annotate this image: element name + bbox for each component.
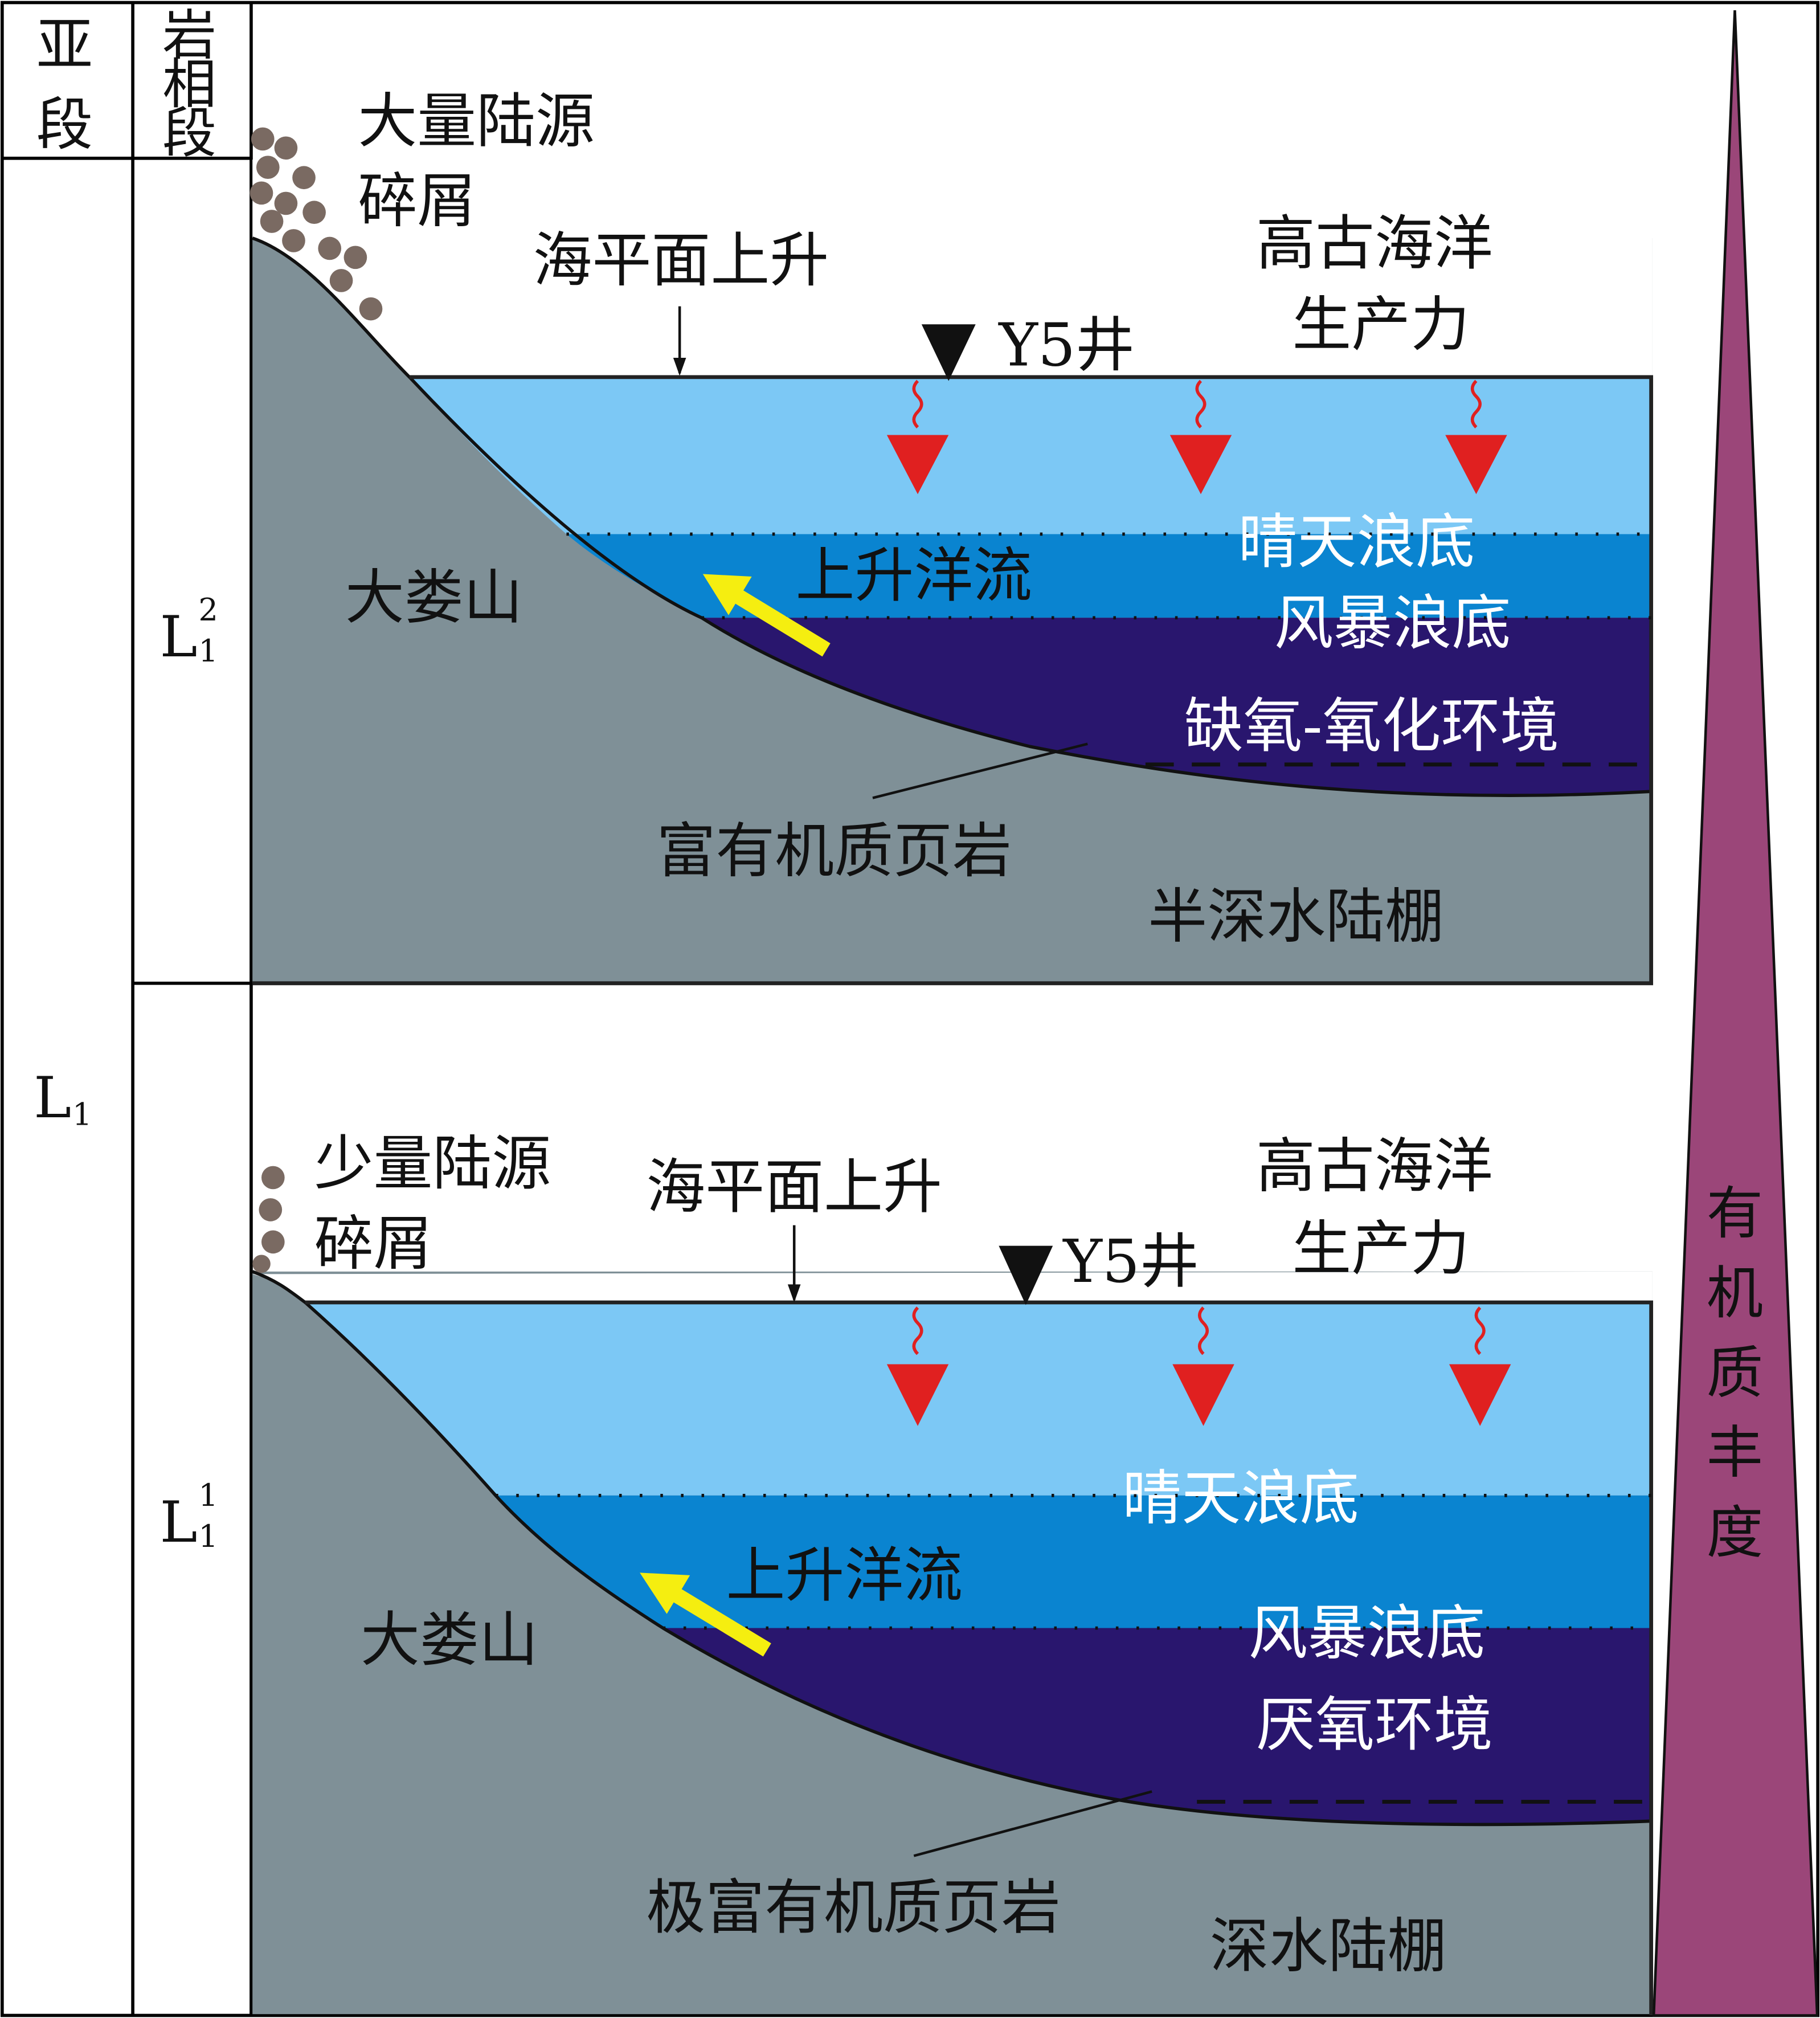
- upper-well: Y5井: [997, 311, 1135, 380]
- upper-productivity-2: 生产力: [1292, 290, 1470, 359]
- header-facies-3: 段: [162, 103, 216, 165]
- facies-l1-2: L: [160, 604, 198, 670]
- abundance-label-2: 机: [1707, 1261, 1763, 1326]
- abundance-label-1: 有: [1707, 1181, 1763, 1247]
- well-marker-icon: [999, 1245, 1053, 1305]
- upper-detritus-2: 碎屑: [358, 167, 476, 236]
- upper-sky: [252, 160, 1653, 377]
- facies-l1-1: L: [160, 1490, 198, 1555]
- lower-water-mid: [496, 1495, 1651, 1628]
- facies-l1-1-sup: 1: [198, 1477, 218, 1513]
- organic-abundance-triangle: [1652, 10, 1819, 2017]
- abundance-label-4: 丰: [1707, 1420, 1763, 1486]
- abundance-label-5: 度: [1707, 1500, 1763, 1566]
- facies-l1-1-sub: 1: [198, 1518, 218, 1554]
- lower-shelf: 深水陆棚: [1210, 1912, 1447, 1981]
- lower-shale: 极富有机质页岩: [646, 1873, 1060, 1942]
- lower-sky: [252, 1271, 1653, 1303]
- upper-sea-level: 海平面上升: [533, 226, 829, 295]
- upper-slope-line: [252, 236, 1651, 798]
- lower-water-shallow: [305, 1302, 1651, 1496]
- lower-sea-level: 海平面上升: [646, 1153, 942, 1222]
- upper-upwelling: 上升洋流: [795, 541, 1032, 610]
- upper-detritus: 大量陆源: [358, 87, 595, 156]
- lower-slope-line: [252, 1270, 1651, 1827]
- header-subsection-2: 段: [36, 92, 93, 158]
- lower-productivity-2: 生产力: [1292, 1214, 1470, 1283]
- upper-water-deep: [701, 618, 1651, 796]
- lower-well: Y5井: [1062, 1227, 1199, 1296]
- upper-productivity: 高古海洋: [1256, 209, 1493, 278]
- upwelling-arrow-icon: [640, 1572, 771, 1657]
- subsection-l1-sub: 1: [72, 1096, 92, 1132]
- upper-panel: 大量陆源 碎屑 海平面上升 Y5井 高古海洋 生产力 大娄山 上升洋流 晴天浪底…: [250, 87, 1654, 986]
- abundance-label-3: 质: [1707, 1341, 1763, 1406]
- upwelling-arrow-icon: [702, 574, 831, 657]
- lower-upwelling: 上升洋流: [726, 1541, 963, 1610]
- lower-detritus: 少量陆源: [314, 1129, 551, 1198]
- lower-fair-weather-base: 晴天浪底: [1122, 1464, 1359, 1533]
- facies-l1-2-sup: 2: [198, 592, 218, 628]
- sea-level-arrow-icon: [787, 1225, 801, 1303]
- well-marker-icon: [921, 324, 976, 381]
- sea-level-arrow-icon: [673, 306, 686, 376]
- productivity-arrow-icons: [886, 379, 1507, 495]
- lower-mountain: 大娄山: [361, 1606, 538, 1674]
- lower-panel: 少量陆源 碎屑 海平面上升 Y5井 高古海洋 生产力 晴天浪底 上升洋流 大娄山…: [252, 1129, 1654, 2016]
- lower-water-deep: [662, 1628, 1651, 1825]
- lower-productivity: 高古海洋: [1256, 1132, 1493, 1201]
- lower-detritus-2: 碎屑: [314, 1209, 433, 1278]
- pebbles-icon: [250, 127, 383, 321]
- lower-environment: 厌氧环境: [1256, 1690, 1493, 1759]
- upper-fair-weather-base: 晴天浪底: [1238, 508, 1475, 577]
- productivity-arrow-icons: [886, 1306, 1511, 1426]
- upper-shale: 富有机质页岩: [656, 816, 1011, 885]
- upper-storm-base: 风暴浪底: [1274, 589, 1511, 657]
- upper-environment: 缺氧-氧化环境: [1184, 692, 1560, 761]
- lower-storm-base: 风暴浪底: [1249, 1599, 1486, 1668]
- pebbles-icon: [252, 1166, 285, 1273]
- facies-l1-2-sub: 1: [198, 633, 218, 669]
- upper-mountain: 大娄山: [345, 563, 523, 632]
- header-subsection: 亚: [36, 13, 93, 78]
- upper-shelf: 半深水陆棚: [1148, 883, 1444, 951]
- subsection-l1: L: [34, 1065, 71, 1131]
- upper-water-mid: [566, 534, 1651, 618]
- upper-water-shallow: [409, 377, 1651, 534]
- header-facies: 岩: [162, 5, 216, 67]
- header-facies-2: 相: [162, 54, 216, 116]
